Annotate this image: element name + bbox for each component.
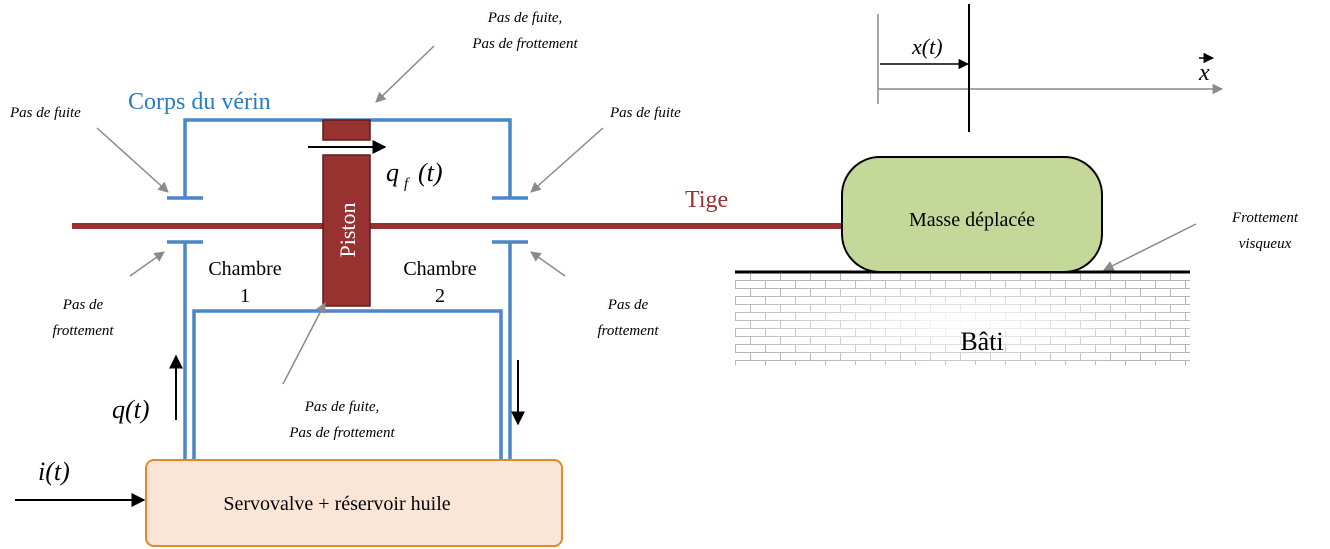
chambre2-number: 2 <box>435 285 445 307</box>
displacement-label: x(t) <box>911 34 943 59</box>
note-top-center-2: Pas de frottement <box>471 36 578 52</box>
corps-label: Corps du vérin <box>128 89 271 115</box>
note-left-fuite: Pas de fuite <box>9 105 81 121</box>
piston-upper-seal <box>322 119 371 141</box>
annotation-leaders <box>96 45 1197 385</box>
x-axis-label: x <box>1198 60 1210 86</box>
svg-text:f: f <box>404 176 410 192</box>
qf-label: q f (t) <box>386 158 443 192</box>
input-current-label: i(t) <box>38 457 70 486</box>
piston-label: Piston <box>335 202 360 257</box>
servovalve-reservoir: Servovalve + réservoir huile <box>145 459 563 547</box>
position-reference: x(t) x <box>877 4 1224 132</box>
chambre1-label: Chambre <box>208 258 281 280</box>
chambre1-number: 1 <box>240 285 250 307</box>
note-frottement-visqueux-1: Frottement <box>1231 210 1299 226</box>
svg-text:q: q <box>386 158 399 187</box>
bati-label: Bâti <box>960 327 1003 356</box>
tige-label: Tige <box>685 187 728 213</box>
note-left-frottement-1: Pas de <box>62 297 104 313</box>
note-right-frottement-2: frottement <box>597 323 659 339</box>
note-bottom-center-2: Pas de frottement <box>288 425 395 441</box>
note-right-fuite: Pas de fuite <box>609 105 681 121</box>
note-frottement-visqueux-2: visqueux <box>1239 236 1292 252</box>
note-right-frottement-1: Pas de <box>607 297 649 313</box>
servovalve-label: Servovalve + réservoir huile <box>223 493 450 515</box>
piston: Piston <box>322 119 371 307</box>
q-flow-label: q(t) <box>112 395 150 424</box>
chambre2-label: Chambre <box>403 258 476 280</box>
piston-body <box>322 154 371 307</box>
corps-du-verin <box>167 118 528 460</box>
note-bottom-center-1: Pas de fuite, <box>304 399 380 415</box>
bati-ground: Bâti <box>735 270 1190 365</box>
note-top-center-1: Pas de fuite, <box>487 10 563 26</box>
masse-deplacee: Masse déplacée <box>841 156 1103 273</box>
svg-text:(t): (t) <box>418 158 443 187</box>
note-left-frottement-2: frottement <box>52 323 114 339</box>
masse-label: Masse déplacée <box>909 209 1035 231</box>
